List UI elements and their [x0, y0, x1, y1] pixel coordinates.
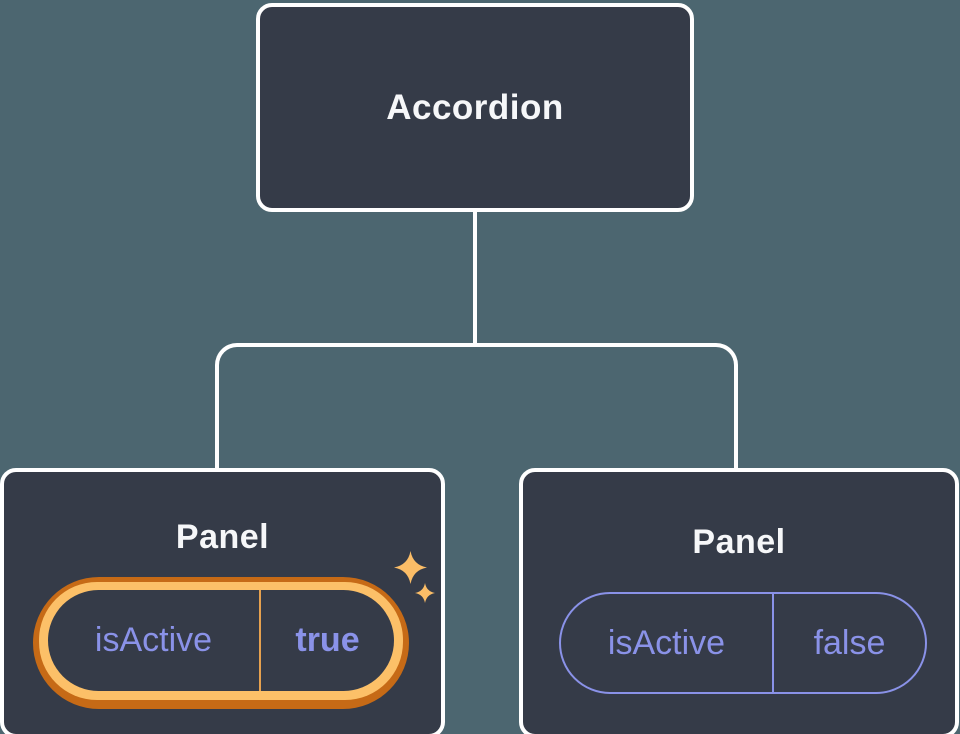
panel-node-active: Panel isActive true: [0, 468, 445, 734]
sparkle-icon-large: [394, 551, 427, 584]
prop-name-label: isActive: [607, 623, 726, 662]
prop-value-label: true: [295, 621, 360, 659]
connector-stem: [473, 210, 477, 346]
pill-divider: [259, 590, 261, 691]
highlight-ring-inner: isActive true: [39, 582, 403, 700]
sparkle-icon-small: [415, 583, 435, 603]
accordion-label: Accordion: [386, 87, 564, 127]
prop-value-label: false: [813, 623, 886, 662]
pill-divider: [772, 594, 774, 692]
prop-name-label: isActive: [94, 621, 213, 659]
prop-pill-active: isActive true: [48, 590, 394, 691]
accordion-node: Accordion: [256, 3, 694, 212]
highlight-ring-outer: isActive true: [33, 577, 409, 709]
panel-label: Panel: [692, 523, 786, 561]
panel-node-inactive: Panel isActive false: [519, 468, 959, 734]
panel-label: Panel: [175, 518, 270, 556]
connector-branches: [215, 343, 738, 468]
prop-pill-inactive: isActive false: [559, 592, 927, 694]
